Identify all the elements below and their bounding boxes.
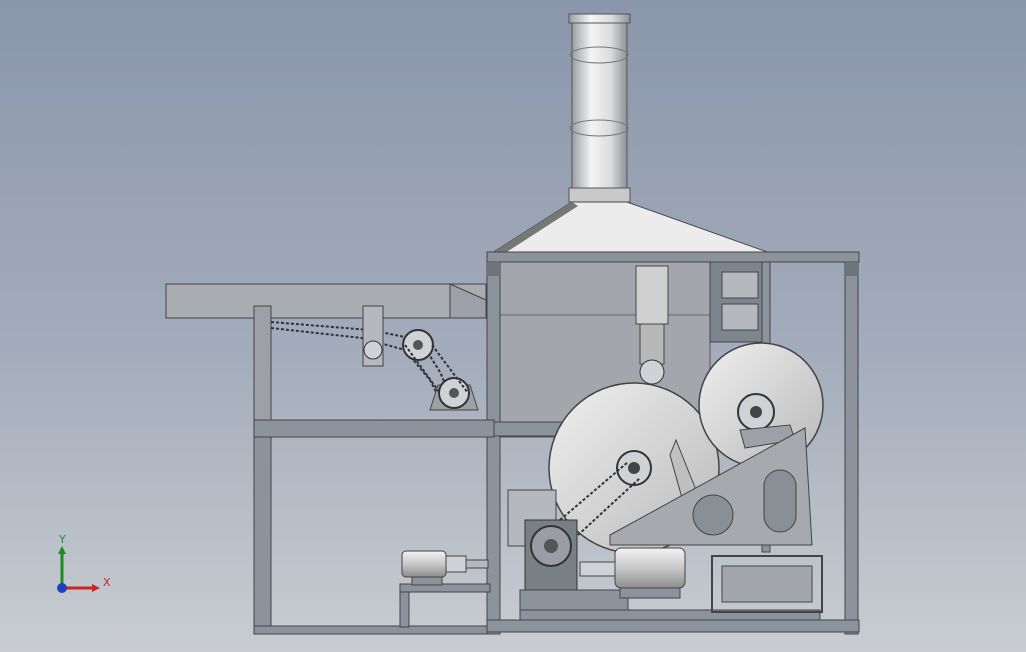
coordinate-triad xyxy=(57,546,100,593)
axis-x-label: X xyxy=(103,576,111,589)
gearbox xyxy=(507,489,821,621)
right-base-box xyxy=(711,555,823,613)
feed-tube xyxy=(635,265,669,385)
axis-y-label: Y xyxy=(59,533,66,546)
conveyor-frame xyxy=(165,283,495,635)
drum-support-bracket xyxy=(609,427,813,546)
main-motor xyxy=(579,547,686,599)
chimney xyxy=(568,13,631,203)
drive-belt xyxy=(559,461,641,536)
exhaust-hood xyxy=(490,201,771,254)
pump-motor xyxy=(401,550,489,586)
